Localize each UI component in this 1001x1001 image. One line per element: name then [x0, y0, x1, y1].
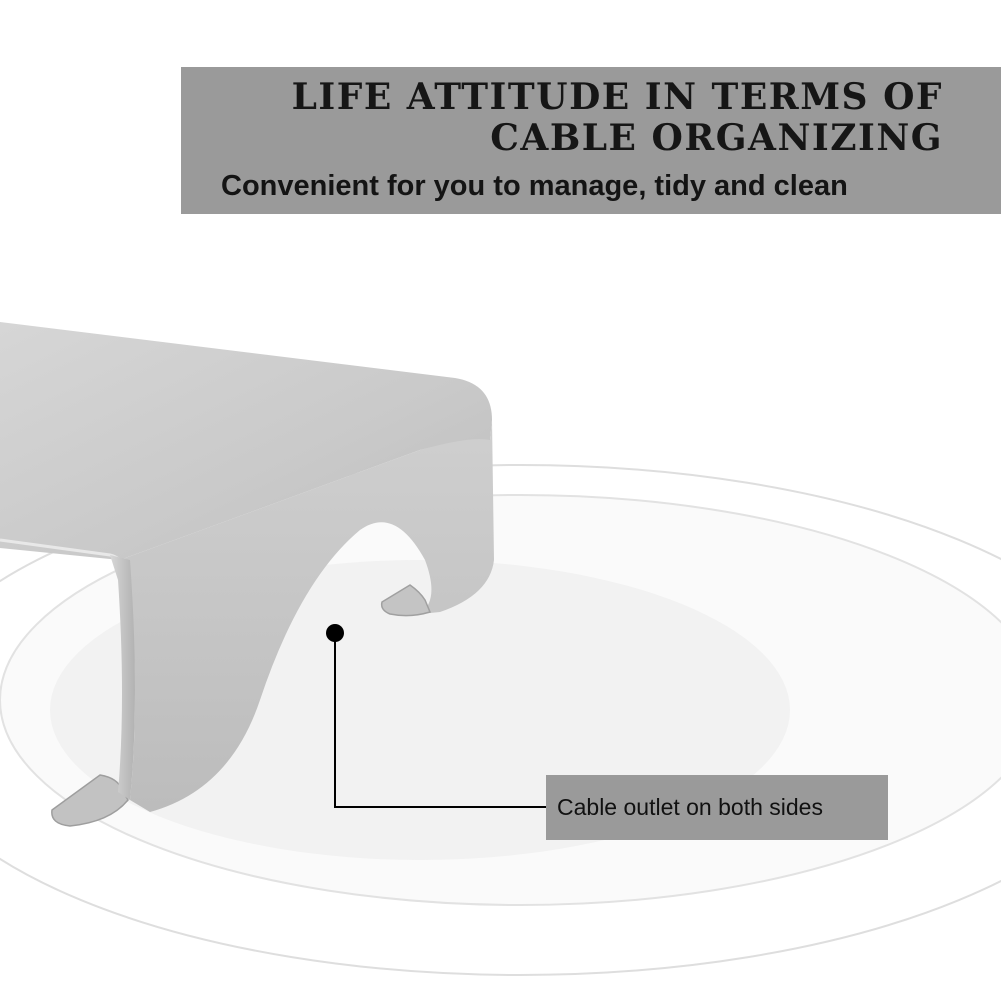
- floor-ring-outer: [0, 464, 1001, 976]
- stand-left-foot: [51, 774, 129, 827]
- banner-subtitle: Convenient for you to manage, tidy and c…: [221, 170, 848, 202]
- callout-line: [334, 633, 546, 808]
- stand-top-surface: [0, 322, 492, 560]
- header-banner: LIFE ATTITUDE IN TERMS OF CABLE ORGANIZI…: [181, 67, 1001, 214]
- callout-pointer: [326, 624, 546, 808]
- stand-right-foot: [380, 584, 432, 617]
- banner-title: LIFE ATTITUDE IN TERMS OF CABLE ORGANIZI…: [291, 76, 943, 159]
- stand-left-leg: [110, 555, 135, 800]
- monitor-stand: [0, 322, 494, 827]
- callout-label-text: Cable outlet on both sides: [557, 794, 823, 820]
- stand-front-face: [120, 420, 494, 812]
- callout-label-box: Cable outlet on both sides: [546, 775, 888, 840]
